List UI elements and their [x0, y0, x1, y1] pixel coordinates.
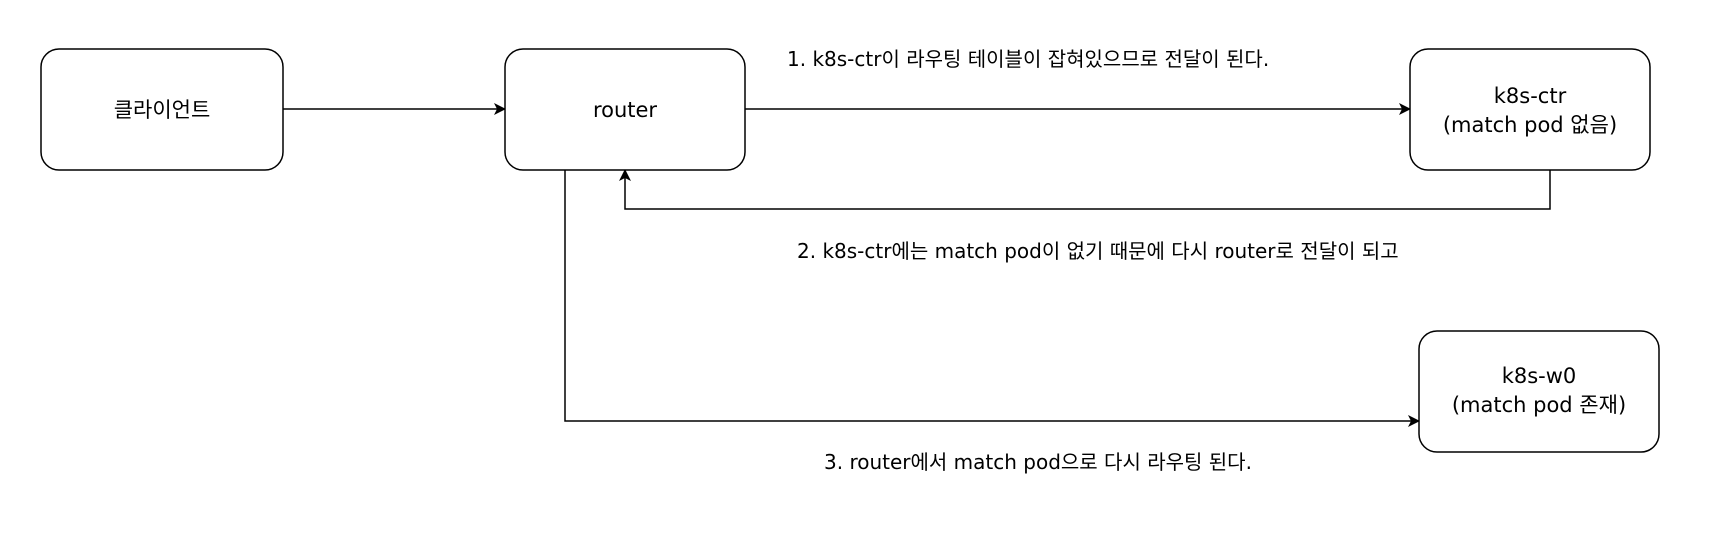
edge-label-step3: 3. router에서 match pod으로 다시 라우팅 된다. — [824, 450, 1252, 474]
node-router-box — [504, 48, 746, 171]
node-k8s-ctr-status: (match pod 없음) — [1443, 113, 1617, 137]
edge-label-step2: 2. k8s-ctr에는 match pod이 없기 때문에 다시 router… — [797, 239, 1399, 263]
node-router: router — [504, 48, 746, 171]
edge-k8s-ctr-to-router — [619, 169, 1551, 210]
node-k8s-ctr-box — [1409, 48, 1651, 171]
edge-label-step1: 1. k8s-ctr이 라우팅 테이블이 잡혀있으므로 전달이 된다. — [787, 47, 1269, 71]
node-k8s-w0-box — [1418, 330, 1660, 453]
node-k8s-ctr-name: k8s-ctr — [1494, 84, 1567, 108]
node-client: 클라이언트 — [40, 48, 284, 171]
node-client-label: 클라이언트 — [114, 98, 211, 122]
node-client-box — [40, 48, 284, 171]
node-k8s-ctr: k8s-ctr (match pod 없음) — [1409, 48, 1651, 171]
edge-router-to-k8s-w0 — [564, 170, 1420, 427]
node-router-label: router — [593, 98, 657, 122]
node-k8s-w0: k8s-w0 (match pod 존재) — [1418, 330, 1660, 453]
node-k8s-w0-name: k8s-w0 — [1502, 364, 1577, 388]
node-k8s-w0-status: (match pod 존재) — [1452, 393, 1626, 417]
